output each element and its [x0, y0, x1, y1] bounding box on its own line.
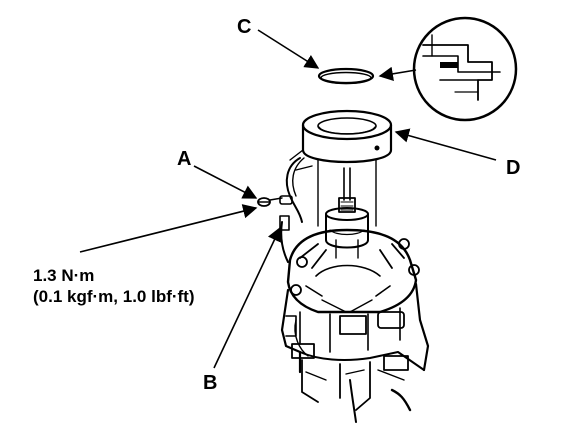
leader-c	[257, 29, 320, 69]
leader-torque	[79, 204, 258, 253]
leader-a	[193, 165, 258, 199]
compressor-body	[280, 282, 430, 423]
assembly-guide-lines	[317, 159, 377, 227]
label-a: A	[177, 148, 191, 170]
leader-lines	[79, 29, 497, 369]
torque-spec-metric: 1.3 N·m	[33, 266, 94, 285]
compressor-shaft-boss	[325, 167, 369, 249]
leader-d	[394, 128, 497, 161]
label-b: B	[203, 372, 217, 394]
torque-spec-alt-units: (0.1 kgf·m, 1.0 lbf·ft)	[33, 287, 195, 306]
field-coil-d	[289, 109, 393, 164]
leader-b	[213, 226, 281, 369]
leader-detail	[378, 66, 417, 81]
label-d: D	[506, 157, 520, 179]
snap-ring-c	[317, 67, 375, 85]
screw-a	[257, 197, 283, 207]
coil-lead-wire	[279, 157, 313, 223]
compressor-front-housing	[286, 228, 420, 314]
snap-ring-detail-magnifier	[412, 16, 518, 122]
label-c: C	[237, 16, 251, 38]
thermal-protector-b	[279, 215, 290, 263]
